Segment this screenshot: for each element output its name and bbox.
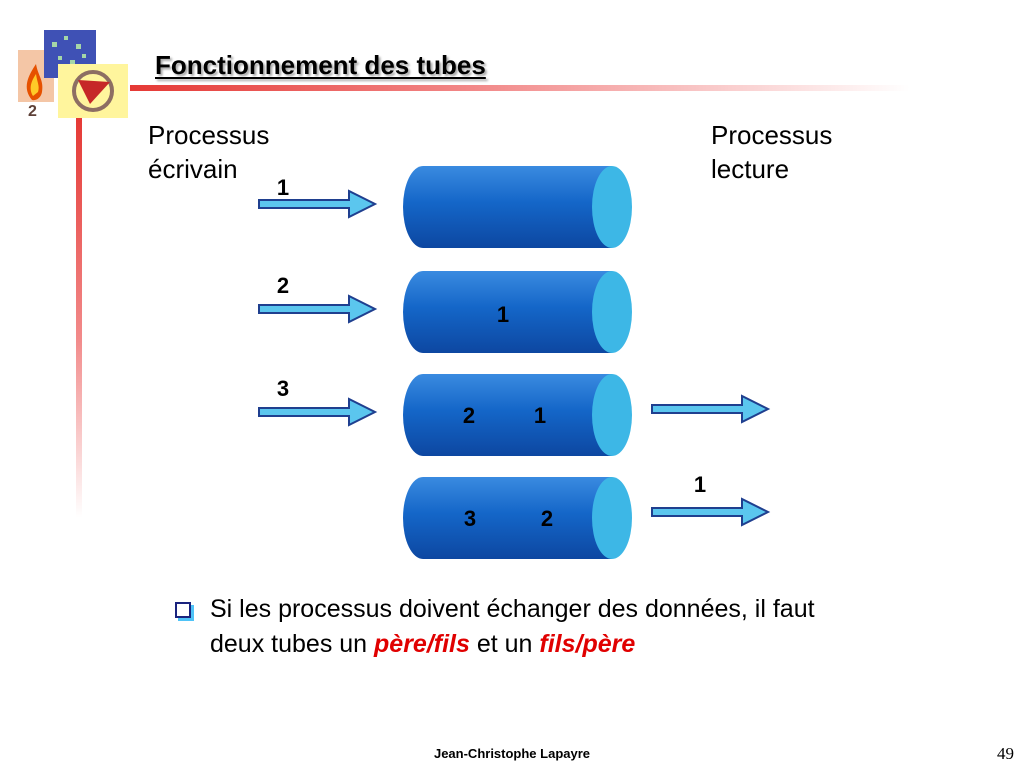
side-rule (76, 118, 82, 518)
output-arrow (651, 497, 771, 527)
bullet-text: Si les processus doivent échanger des do… (210, 592, 875, 662)
writer-label-line1: Processus (148, 120, 270, 150)
checkbox-bullet-icon (175, 602, 191, 618)
pipe-content-label: 2 (541, 506, 553, 531)
input-arrow (258, 189, 378, 219)
pipe-content-label: 1 (497, 302, 509, 327)
flame-logo-icon: 2 (26, 64, 43, 120)
tube-body (403, 271, 612, 353)
bullet-point: Si les processus doivent échanger des do… (175, 592, 875, 662)
output-message-label: 1 (694, 472, 706, 497)
tube-end (592, 477, 632, 559)
svg-text:2: 2 (28, 103, 37, 120)
writer-process-label: Processus écrivain (148, 118, 269, 186)
return-arrow-icon (72, 70, 114, 112)
title-underline-rule (130, 85, 910, 91)
slide-logo: 2 (14, 30, 130, 120)
pipe-content-label: 1 (534, 403, 546, 428)
bullet-text-part: Si les processus doivent échanger des do… (210, 595, 815, 658)
bullet-text-middle: et un (469, 630, 540, 658)
input-message-label: 3 (277, 376, 289, 401)
footer-author: Jean-Christophe Lapayre (433, 746, 591, 761)
reader-label-line2: lecture (711, 154, 790, 184)
emphasis-fils-pere: fils/père (539, 630, 636, 658)
input-message-label: 1 (277, 175, 289, 200)
tube-body (403, 166, 612, 248)
pipe-content-label: 2 (463, 403, 475, 428)
tube-body (403, 477, 612, 559)
pipe-content-label: 3 (464, 506, 476, 531)
reader-label-line1: Processus (711, 120, 833, 150)
tube-end (592, 374, 632, 456)
slide-title: Fonctionnement des tubes (155, 50, 486, 80)
input-arrow (258, 294, 378, 324)
writer-label-line2: écrivain (148, 154, 238, 184)
page-number: 49 (997, 744, 1014, 763)
tube-end (592, 166, 632, 248)
input-arrow (258, 397, 378, 427)
tube-end (592, 271, 632, 353)
reader-process-label: Processus lecture (711, 118, 832, 186)
emphasis-pere-fils: père/fils (374, 630, 470, 658)
tube-body (403, 374, 612, 456)
input-message-label: 2 (277, 273, 289, 298)
output-arrow (651, 394, 771, 424)
